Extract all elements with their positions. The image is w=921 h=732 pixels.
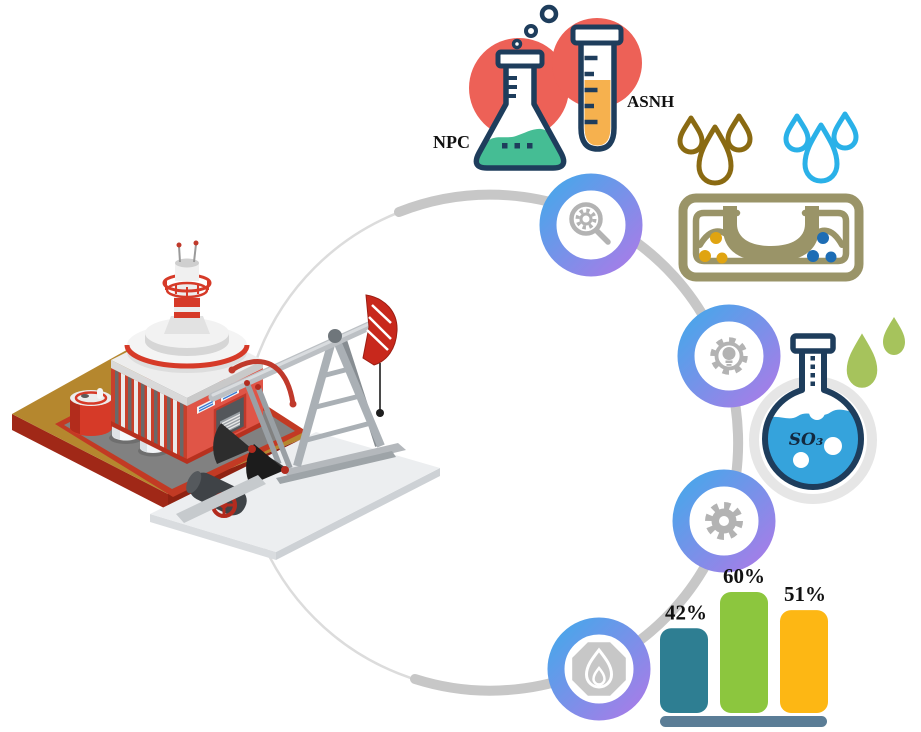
bubble-icon bbox=[539, 4, 559, 24]
magnifier-gear-icon bbox=[569, 202, 611, 245]
asnh-label: ASNH bbox=[627, 92, 674, 111]
walking-beam bbox=[208, 316, 385, 402]
horsehead bbox=[362, 294, 398, 366]
process-node-innovation bbox=[677, 304, 781, 408]
asnh-tube-group: ASNH bbox=[570, 24, 674, 152]
treated-drops-icon bbox=[843, 317, 905, 392]
process-node-processing bbox=[672, 469, 776, 573]
process-node-analysis bbox=[539, 173, 643, 277]
counterweight bbox=[213, 423, 252, 464]
bubble-icon bbox=[511, 38, 523, 50]
bar-teal bbox=[660, 628, 708, 713]
oil-drops-icon bbox=[677, 113, 753, 186]
so3-label: SO₃ bbox=[789, 430, 824, 450]
soil-filtration-icon bbox=[678, 193, 864, 282]
results-bar-chart: 42% 60% 51% bbox=[660, 564, 828, 727]
so3-flask-group: SO₃ bbox=[749, 333, 877, 504]
counterweight bbox=[246, 444, 285, 485]
flask-liquid bbox=[476, 128, 562, 168]
gear-icon bbox=[705, 502, 743, 540]
pump-jack bbox=[176, 294, 406, 523]
bubble-icon bbox=[524, 24, 538, 38]
oil-tank-red bbox=[70, 388, 112, 436]
bar-value-label: 42% bbox=[665, 600, 707, 624]
flame-octagon-icon bbox=[572, 642, 626, 696]
gear-lightbulb-icon bbox=[710, 337, 748, 375]
oil-pump-station-illustration bbox=[12, 240, 440, 560]
bar-yellow bbox=[780, 610, 828, 713]
bar-value-label: 60% bbox=[723, 564, 765, 588]
chimney-tower bbox=[124, 240, 250, 373]
chart-baseline bbox=[660, 716, 827, 727]
bar-green bbox=[720, 592, 768, 713]
water-drops-icon bbox=[783, 111, 859, 184]
tube-liquid bbox=[584, 80, 611, 146]
bar-value-label: 51% bbox=[784, 582, 826, 606]
npc-label: NPC bbox=[433, 132, 470, 152]
red-pipe bbox=[230, 359, 296, 405]
process-node-combustion bbox=[547, 617, 651, 721]
